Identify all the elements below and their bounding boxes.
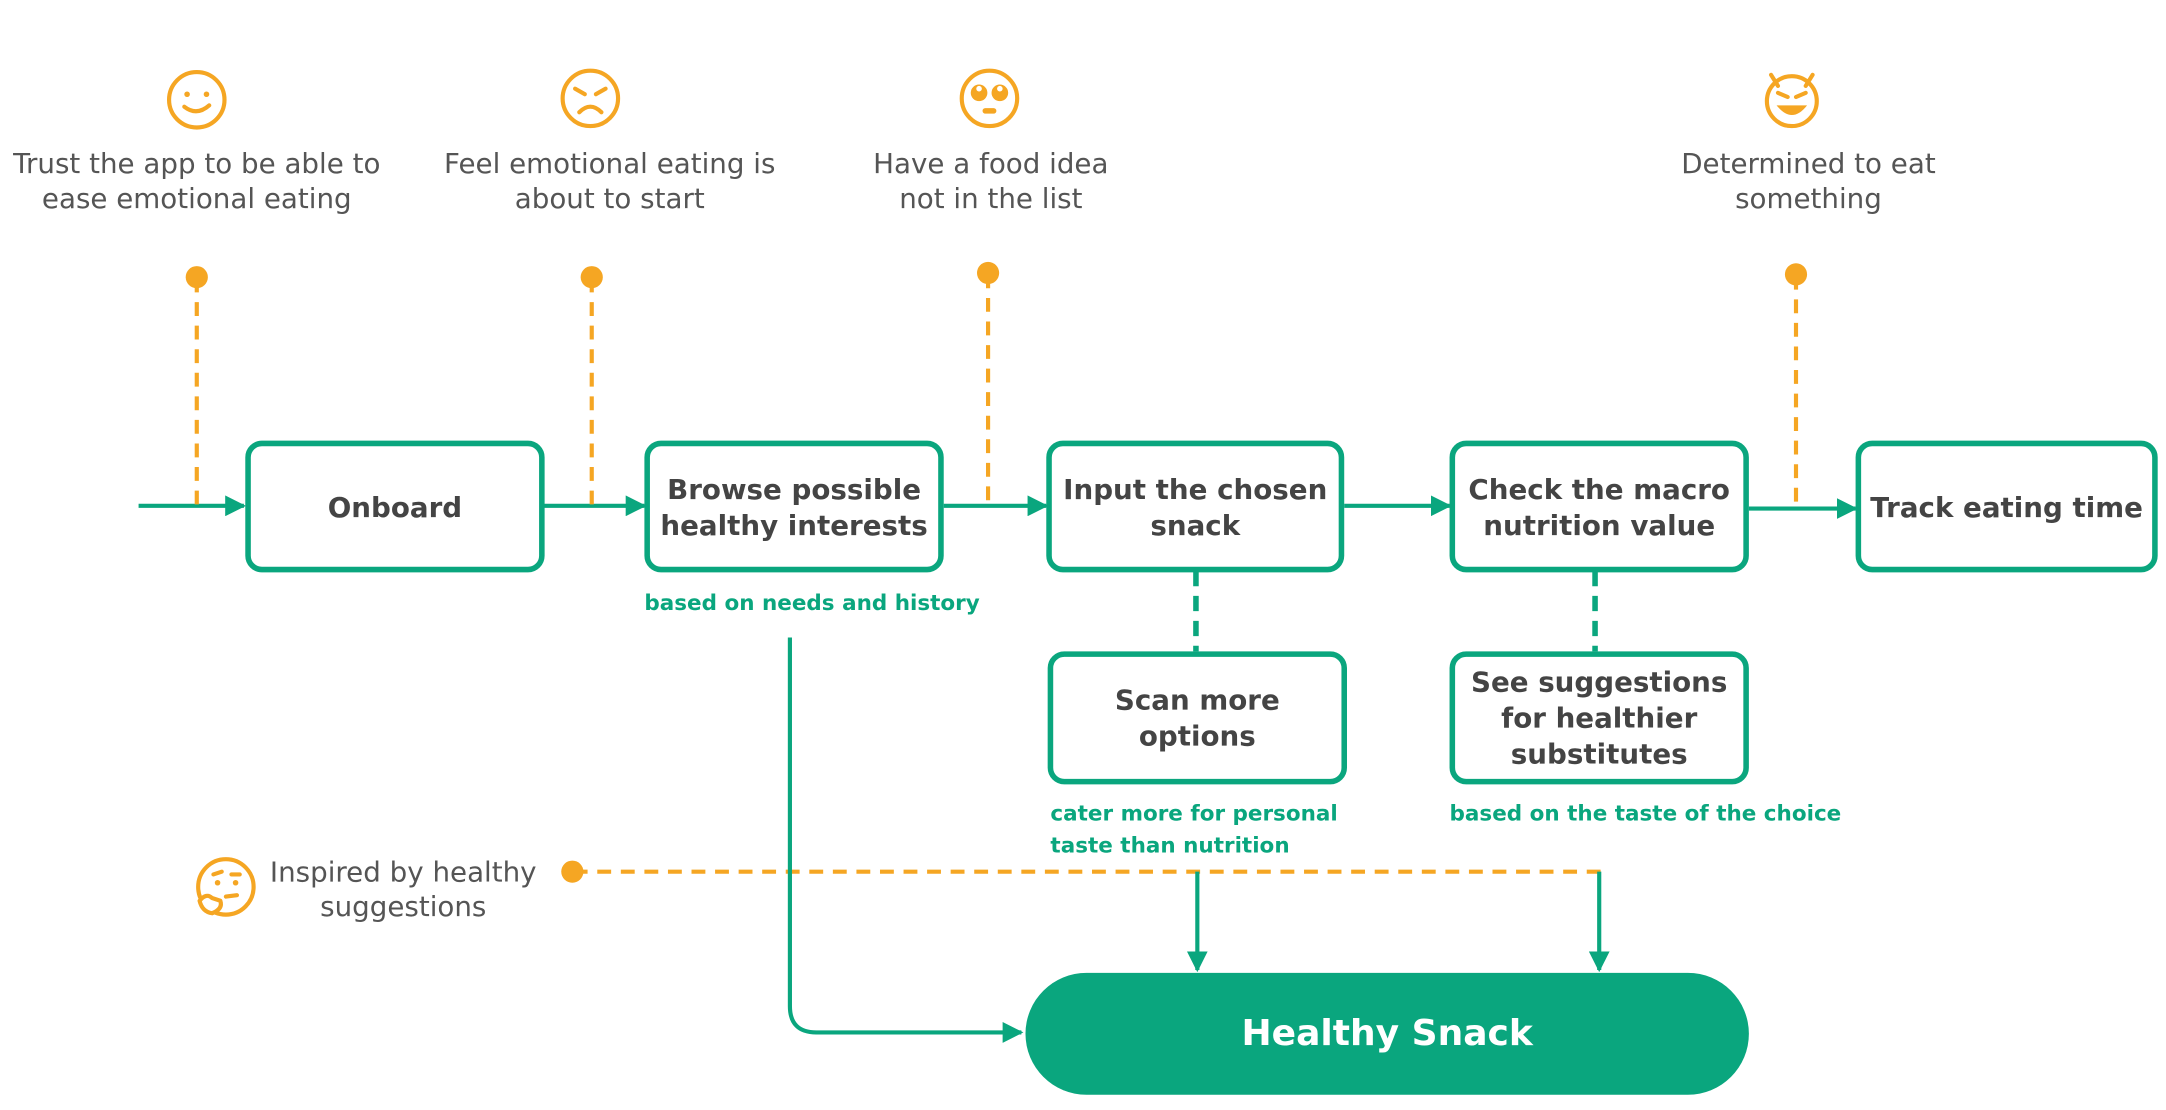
step-input-snack: Input the chosen snack xyxy=(1046,440,1345,573)
thinking-face-icon xyxy=(196,857,256,917)
emotion-dot-3 xyxy=(976,261,1000,285)
branch-substitutes-note: based on the taste of the choice xyxy=(1449,800,1842,826)
outcome-arrow-browse xyxy=(787,637,1024,1043)
emotion-label-1: Trust the app to be able to ease emotion… xyxy=(13,146,381,215)
rolling-eyes-face-icon xyxy=(959,68,1020,129)
emotion-dot-4 xyxy=(1784,263,1808,286)
emotion-dot-1 xyxy=(185,266,208,289)
step-browse-note: based on needs and history xyxy=(644,590,980,616)
emotion-label-2: Feel emotional eating is about to start xyxy=(444,146,776,215)
smiling-face-icon xyxy=(166,69,227,130)
outcome-healthy-snack: Healthy Snack xyxy=(1025,972,1749,1095)
smiling-devil-face-icon xyxy=(1764,72,1819,129)
branch-scan-note: cater more for personal taste than nutri… xyxy=(1050,800,1338,858)
branch-scan-options: Scan more options xyxy=(1047,651,1347,785)
emotion-label-4: Determined to eat something xyxy=(1681,146,1936,215)
branch-healthier-substitutes: See suggestions for healthier substitute… xyxy=(1449,651,1749,785)
inspired-label: Inspired by healthy suggestions xyxy=(269,855,537,923)
step-browse: Browse possible healthy interests xyxy=(644,440,944,573)
emotion-label-3: Have a food idea not in the list xyxy=(873,146,1109,215)
inspired-dot xyxy=(561,860,584,883)
step-onboard: Onboard xyxy=(245,440,545,573)
worried-face-icon xyxy=(560,68,621,129)
emotion-dot-2 xyxy=(580,266,603,289)
step-track-time: Track eating time xyxy=(1855,440,2158,573)
step-check-macro: Check the macro nutrition value xyxy=(1449,440,1749,573)
